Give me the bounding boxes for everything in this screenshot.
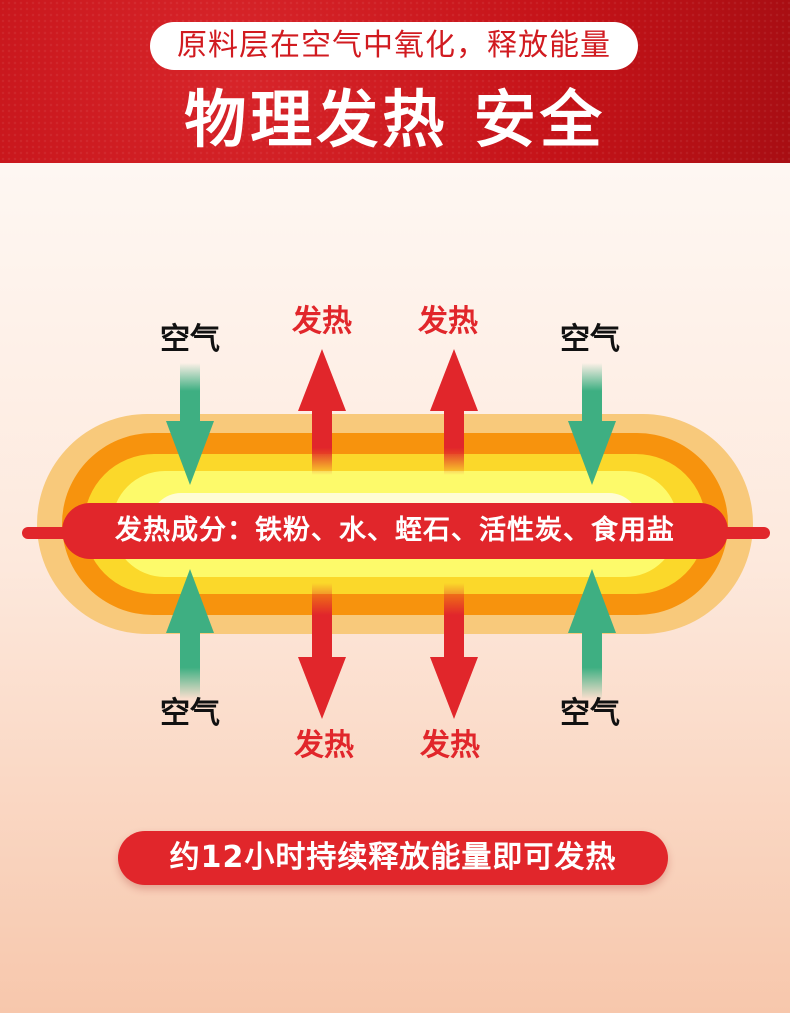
air-arrow-top-right xyxy=(568,363,616,485)
headline: 物理发热 安全 xyxy=(184,83,606,156)
air-label-top-right: 空气 xyxy=(560,322,620,357)
air-label-bottom-left: 空气 xyxy=(160,696,220,731)
heating-diagram xyxy=(22,349,770,719)
heat-arrow-bottom-left xyxy=(298,583,346,719)
air-arrow-bottom-right xyxy=(568,569,616,699)
ingredients-text: 发热成分：铁粉、水、蛭石、活性炭、食用盐 xyxy=(115,515,675,546)
heat-arrow-top-right xyxy=(430,349,478,475)
ingredients-band xyxy=(62,503,728,559)
air-arrow-bottom-left xyxy=(166,569,214,699)
heat-arrow-bottom-right xyxy=(430,583,478,719)
heat-label-bottom-right: 发热 xyxy=(420,728,480,763)
air-label-top-left: 空气 xyxy=(160,322,220,357)
heat-label-bottom-left: 发热 xyxy=(294,728,354,763)
heat-label-top-right: 发热 xyxy=(418,304,478,339)
top-banner: 原料层在空气中氧化，释放能量 物理发热 安全 xyxy=(0,0,790,163)
duration-note: 约12小时持续释放能量即可发热 xyxy=(118,831,668,885)
air-label-bottom-right: 空气 xyxy=(560,696,620,731)
subtitle-pill: 原料层在空气中氧化，释放能量 xyxy=(150,22,638,70)
heat-arrow-top-left xyxy=(298,349,346,475)
air-arrow-top-left xyxy=(166,363,214,485)
heat-label-top-left: 发热 xyxy=(292,304,352,339)
